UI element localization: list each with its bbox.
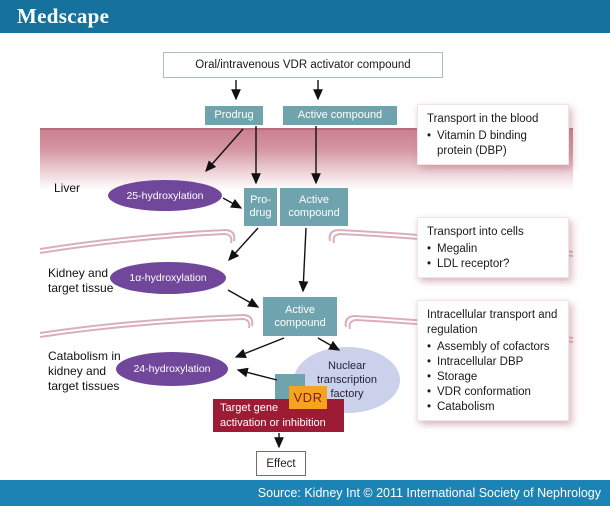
vdr-box: VDR xyxy=(289,386,327,409)
info-title: Intracellular transport and regulation xyxy=(427,309,558,336)
info-bullet: Assembly of cofactors xyxy=(427,340,561,355)
footer-bar: Source: Kidney Int © 2011 International … xyxy=(0,480,610,506)
info-bullet: Vitamin D binding protein (DBP) xyxy=(427,129,561,159)
info-bullet: Catabolism xyxy=(427,400,561,415)
info-box-transport-cells: Transport into cells Megalin LDL recepto… xyxy=(417,217,569,278)
info-box-transport-blood: Transport in the blood Vitamin D binding… xyxy=(417,104,569,165)
arrow-liver-active-to-cell xyxy=(298,227,309,293)
arrow-1aoh-to-active-cell xyxy=(227,289,260,308)
info-bullet: Storage xyxy=(427,370,561,385)
membrane2-left-inner xyxy=(39,317,251,338)
info-bullet: VDR conformation xyxy=(427,385,561,400)
info-title: Transport into cells xyxy=(427,226,524,238)
info-box-intracellular: Intracellular transport and regulation A… xyxy=(417,300,569,421)
liver-label: Liver xyxy=(54,181,81,195)
info-title: Transport in the blood xyxy=(427,113,539,125)
oral-iv-vdr-activator-box: Oral/intravenous VDR activator compound xyxy=(163,52,443,78)
prodrug-blood-box: Prodrug xyxy=(205,106,263,125)
catabolism-label: Catabolism in kidney and target tissues xyxy=(48,349,121,393)
arrow-liver-to-1aoh xyxy=(228,227,259,262)
membrane2-left-outer xyxy=(39,313,254,334)
source-credit: Source: Kidney Int © 2011 International … xyxy=(257,486,601,500)
active-compound-liver-box: Active compound xyxy=(280,188,348,226)
membrane1-left-inner xyxy=(39,232,233,254)
medscape-logo: Medscape xyxy=(17,4,110,28)
effect-box: Effect xyxy=(256,451,306,476)
header-bar: Medscape xyxy=(0,0,610,33)
1a-hydroxylation-ellipse: 1α-hydroxylation xyxy=(110,262,226,294)
membrane1-left-outer xyxy=(39,228,236,250)
kidney-target-tissue-label: Kidney and target tissue xyxy=(48,266,114,295)
prodrug-liver-box: Pro- drug xyxy=(244,188,277,226)
info-bullet: LDL receptor? xyxy=(427,257,561,272)
info-bullet: Megalin xyxy=(427,242,561,257)
24-hydroxylation-ellipse: 24-hydroxylation xyxy=(116,352,228,386)
arrow-complex-to-24oh xyxy=(236,367,278,381)
25-hydroxylation-ellipse: 25-hydroxylation xyxy=(108,180,222,211)
active-compound-cell-box: Active compound xyxy=(263,297,337,336)
arrow-active-to-24oh xyxy=(234,337,285,358)
arrow-25oh-to-prodrug-liver xyxy=(222,197,243,209)
info-bullet: Intracellular DBP xyxy=(427,355,561,370)
active-compound-blood-box: Active compound xyxy=(283,106,397,125)
